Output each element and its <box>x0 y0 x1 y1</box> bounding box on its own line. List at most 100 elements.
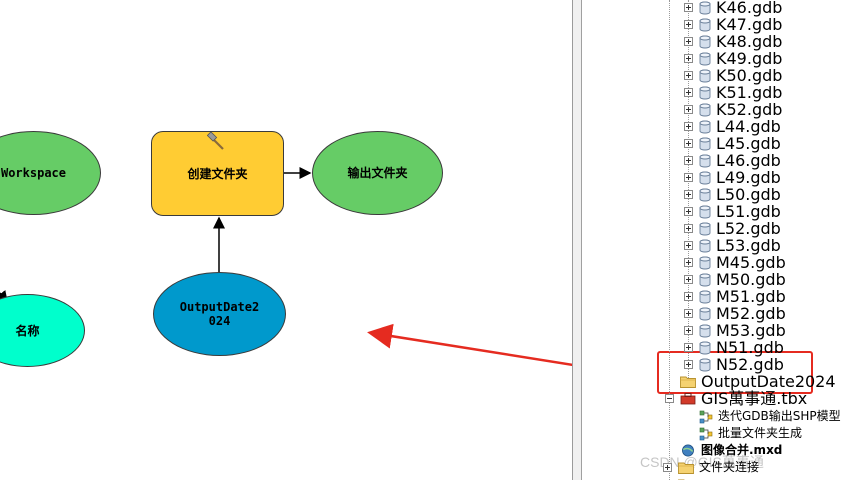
geodatabase-icon <box>699 222 711 235</box>
tree-guide-line-parent <box>669 0 670 480</box>
model-item[interactable]: 迭代GDB输出SHP模型 <box>699 408 841 425</box>
gdb-item-label: M51.gdb <box>716 287 786 306</box>
toolbox-label: GIS萬事通.tbx <box>701 389 808 408</box>
geodatabase-icon <box>699 154 711 167</box>
output-folder-item[interactable]: OutputDate2024 <box>680 373 836 390</box>
gdb-item[interactable]: K47.gdb <box>684 16 782 33</box>
pane-divider-right <box>581 0 582 480</box>
expand-toggle[interactable] <box>684 122 693 131</box>
pane-splitter[interactable] <box>573 0 581 480</box>
geodatabase-icon <box>699 1 711 14</box>
gdb-item[interactable]: L46.gdb <box>684 152 781 169</box>
mxd-item[interactable]: 图像合并.mxd <box>680 442 782 459</box>
expand-toggle[interactable] <box>684 326 693 335</box>
expand-toggle[interactable] <box>684 173 693 182</box>
folder-connections-icon <box>678 462 694 474</box>
gdb-item-label: M53.gdb <box>716 321 786 340</box>
gdb-item[interactable]: M51.gdb <box>684 288 786 305</box>
expand-toggle[interactable] <box>684 139 693 148</box>
tree-guide-line <box>688 0 689 378</box>
geodatabase-icon <box>699 86 711 99</box>
toolbox-icon <box>680 393 696 405</box>
expand-toggle[interactable] <box>684 343 693 352</box>
model-icon <box>699 410 713 423</box>
pane-divider-left <box>572 0 573 480</box>
expand-toggle[interactable] <box>684 207 693 216</box>
gdb-item[interactable]: N52.gdb <box>684 356 784 373</box>
gdb-item-label: N52.gdb <box>716 355 784 374</box>
gdb-item[interactable]: N51.gdb <box>684 339 784 356</box>
gdb-item[interactable]: K52.gdb <box>684 101 782 118</box>
output-date-variable[interactable]: OutputDate2 024 <box>153 272 286 356</box>
geodatabase-icon <box>699 307 711 320</box>
gdb-item[interactable]: K48.gdb <box>684 33 782 50</box>
gdb-item[interactable]: L52.gdb <box>684 220 781 237</box>
gdb-item-label: L46.gdb <box>716 151 781 170</box>
gdb-item-label: M50.gdb <box>716 270 786 289</box>
gdb-item[interactable]: M50.gdb <box>684 271 786 288</box>
geodatabase-icon <box>699 69 711 82</box>
expand-toggle[interactable] <box>684 241 693 250</box>
tree-item-partial[interactable] <box>663 476 699 480</box>
geodatabase-icon <box>699 18 711 31</box>
gdb-item[interactable]: M52.gdb <box>684 305 786 322</box>
expand-toggle[interactable] <box>684 190 693 199</box>
model-canvas[interactable]: Workspace 创建文件夹 输出文件夹 名称 OutputDate2 024 <box>0 0 572 480</box>
mxd-label: 图像合并.mxd <box>701 443 783 457</box>
gdb-item[interactable]: L50.gdb <box>684 186 781 203</box>
geodatabase-icon <box>699 239 711 252</box>
geodatabase-icon <box>699 273 711 286</box>
gdb-item-label: K51.gdb <box>716 83 783 102</box>
gdb-item-label: L53.gdb <box>716 236 781 255</box>
expand-toggle[interactable] <box>684 360 693 369</box>
highlight-box <box>657 351 813 394</box>
expand-toggle[interactable] <box>684 224 693 233</box>
expand-toggle[interactable] <box>684 292 693 301</box>
catalog-tree[interactable] <box>582 0 867 480</box>
collapse-toggle[interactable] <box>665 394 674 403</box>
output-folder-item-label: OutputDate2024 <box>701 372 836 391</box>
expand-toggle[interactable] <box>684 37 693 46</box>
expand-toggle[interactable] <box>684 309 693 318</box>
folder-connections-label: 文件夹连接 <box>699 460 760 474</box>
gdb-item[interactable]: K51.gdb <box>684 84 782 101</box>
gdb-item[interactable]: M53.gdb <box>684 322 786 339</box>
expand-toggle[interactable] <box>684 258 693 267</box>
gdb-item-label: N51.gdb <box>716 338 784 357</box>
expand-toggle[interactable] <box>684 3 693 12</box>
geodatabase-icon <box>699 290 711 303</box>
gdb-item-label: K52.gdb <box>716 100 783 119</box>
gdb-item[interactable]: K49.gdb <box>684 50 782 67</box>
output-folder-label: 输出文件夹 <box>347 166 408 180</box>
folder-connections-item[interactable]: 文件夹连接 <box>663 459 759 476</box>
model-item[interactable]: 批量文件夹生成 <box>699 425 802 442</box>
create-folder-tool[interactable]: 创建文件夹 <box>151 131 284 216</box>
expand-toggle[interactable] <box>663 463 672 472</box>
gdb-item[interactable]: K46.gdb <box>684 0 782 16</box>
output-date-label-line2: 024 <box>208 314 231 328</box>
model-icon <box>699 427 713 440</box>
output-folder-variable[interactable]: 输出文件夹 <box>312 131 443 215</box>
expand-toggle[interactable] <box>684 88 693 97</box>
geodatabase-icon <box>699 256 711 269</box>
gdb-item[interactable]: L51.gdb <box>684 203 781 220</box>
gdb-item[interactable]: L53.gdb <box>684 237 781 254</box>
toolbox-item[interactable]: GIS萬事通.tbx <box>665 390 807 407</box>
create-folder-label: 创建文件夹 <box>187 166 248 181</box>
expand-toggle[interactable] <box>684 105 693 114</box>
name-variable[interactable]: 名称 <box>0 294 85 367</box>
gdb-item-label: K46.gdb <box>716 0 783 17</box>
name-label: 名称 <box>15 323 40 338</box>
expand-toggle[interactable] <box>684 156 693 165</box>
gdb-item-label: K50.gdb <box>716 66 783 85</box>
gdb-item[interactable]: L45.gdb <box>684 135 781 152</box>
expand-toggle[interactable] <box>684 71 693 80</box>
expand-toggle[interactable] <box>684 54 693 63</box>
gdb-item[interactable]: M45.gdb <box>684 254 786 271</box>
expand-toggle[interactable] <box>684 275 693 284</box>
geodatabase-icon <box>699 35 711 48</box>
gdb-item[interactable]: L44.gdb <box>684 118 781 135</box>
expand-toggle[interactable] <box>684 20 693 29</box>
gdb-item[interactable]: L49.gdb <box>684 169 781 186</box>
gdb-item[interactable]: K50.gdb <box>684 67 782 84</box>
